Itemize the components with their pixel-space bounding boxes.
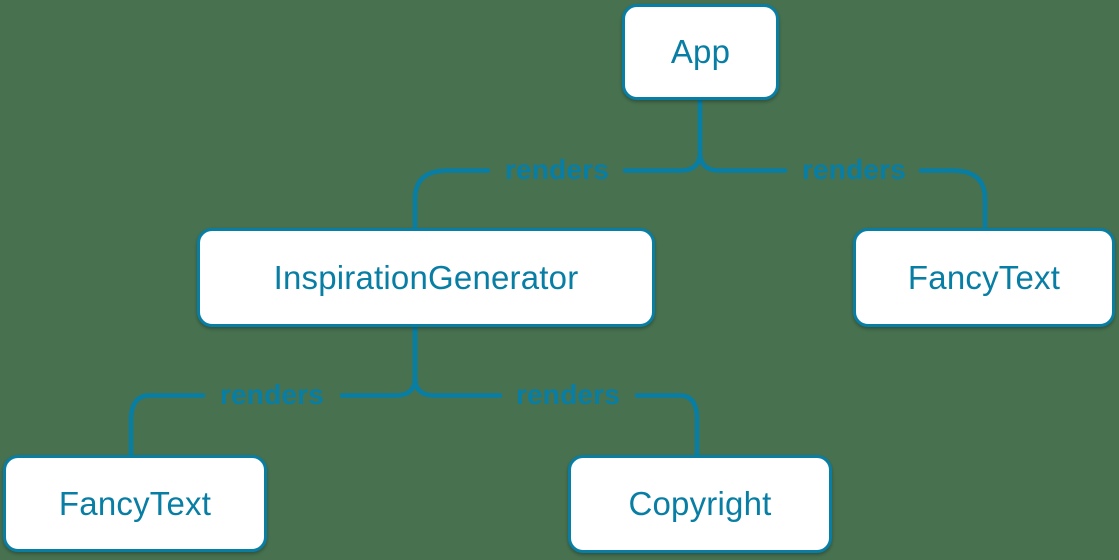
node-app: App — [622, 4, 779, 100]
edge-label-app-fancy-text: renders — [801, 154, 907, 185]
edge-label-app-inspiration-generator: renders — [504, 154, 610, 185]
node-fancy-text-bottom: FancyText — [3, 455, 267, 552]
node-inspiration-generator: InspirationGenerator — [197, 228, 655, 327]
node-fancy-text-top-label: FancyText — [907, 258, 1061, 296]
node-copyright-label: Copyright — [628, 485, 772, 522]
node-inspiration-generator-label: InspirationGenerator — [273, 258, 579, 296]
node-fancy-text-bottom-label: FancyText — [58, 484, 212, 522]
node-app-label: App — [670, 33, 731, 70]
node-copyright: Copyright — [568, 455, 832, 553]
edge-label-inspiration-generator-copyright: renders — [515, 379, 621, 410]
node-fancy-text-top: FancyText — [853, 228, 1115, 327]
edge-label-inspiration-generator-fancy-text: renders — [219, 379, 325, 410]
